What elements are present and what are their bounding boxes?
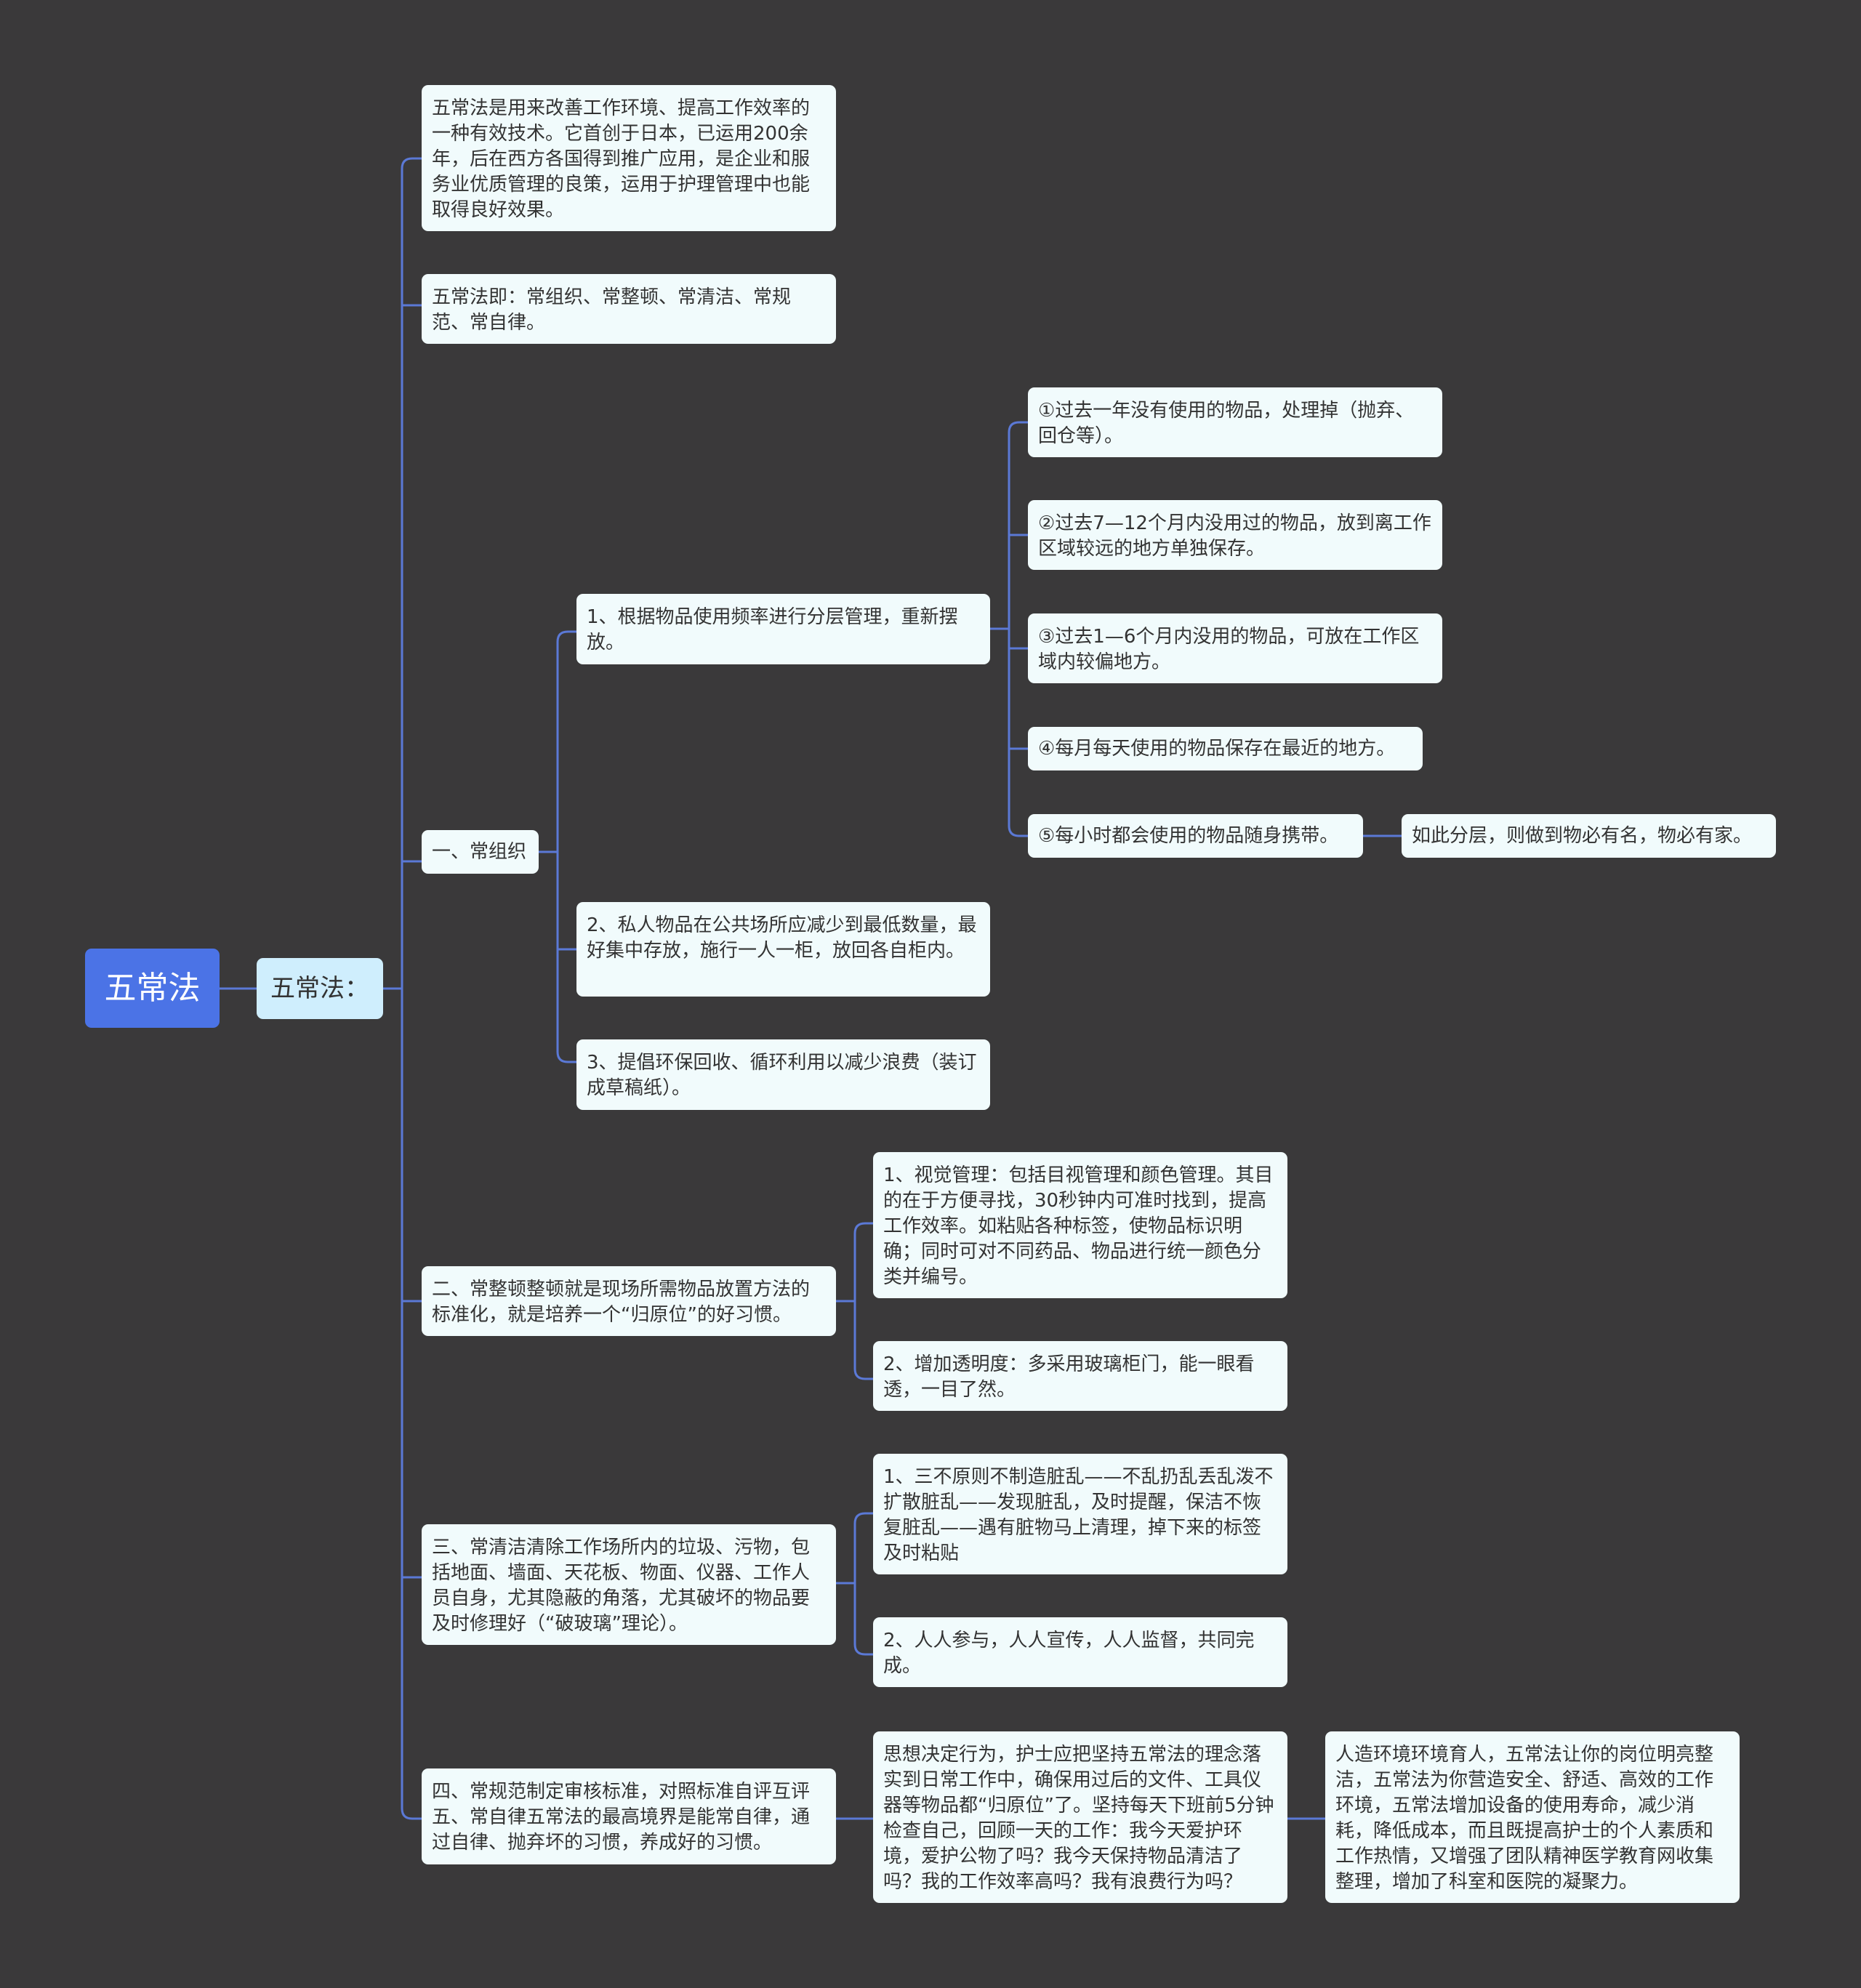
link-item1-subs [990,421,1028,837]
organize-sub1-text: ①过去一年没有使用的物品，处理掉（抛弃、回仓等）。 [1038,400,1415,447]
organize-item1-text: 1、根据物品使用频率进行分层管理，重新摆放。 [587,606,958,653]
organize-sub5-text: ⑤每小时都会使用的物品随身携带。 [1038,824,1339,847]
definition-node[interactable]: 五常法即：常组织、常整顿、常清洁、常规范、常自律。 [422,274,836,344]
main-topic[interactable]: 五常法： [257,958,383,1019]
arrange-child1-text: 1、视觉管理：包括目视管理和颜色管理。其目的在于方便寻找，30秒钟内可准时找到，… [883,1164,1274,1288]
arrange-node[interactable]: 二、常整顿整顿就是现场所需物品放置方法的标准化，就是培养一个“归原位”的好习惯。 [422,1266,836,1336]
root-topic-label: 五常法 [104,969,201,1007]
standard-thought-node[interactable]: 思想决定行为，护士应把坚持五常法的理念落实到日常工作中，确保用过后的文件、工具仪… [873,1731,1287,1903]
intro-text: 五常法是用来改善工作环境、提高工作效率的一种有效技术。它首创于日本，已运用200… [432,97,811,221]
root-topic[interactable]: 五常法 [85,949,220,1028]
organize-sub3-node[interactable]: ③过去1—6个月内没用的物品，可放在工作区域内较偏地方。 [1028,613,1442,683]
organize-label: 一、常组织 [432,840,527,863]
link-organize-items [539,630,576,1063]
organize-item3-node[interactable]: 3、提倡环保回收、循环利用以减少浪费（装订成草稿纸）。 [576,1039,990,1110]
organize-item1-node[interactable]: 1、根据物品使用频率进行分层管理，重新摆放。 [576,594,990,664]
standard-text: 四、常规范制定审核标准，对照标准自评互评五、常自律五常法的最高境界是能常自律，通… [432,1781,811,1854]
clean-child1-node[interactable]: 1、三不原则不制造脏乱——不乱扔乱丢乱泼不扩散脏乱——发现脏乱，及时提醒，保洁不… [873,1454,1287,1574]
arrange-child2-node[interactable]: 2、增加透明度：多采用玻璃柜门，能一眼看透，一目了然。 [873,1341,1287,1411]
arrange-child2-text: 2、增加透明度：多采用玻璃柜门，能一眼看透，一目了然。 [883,1353,1255,1401]
organize-note-node[interactable]: 如此分层，则做到物必有名，物必有家。 [1402,814,1776,858]
organize-item3-text: 3、提倡环保回收、循环利用以减少浪费（装订成草稿纸）。 [587,1052,977,1099]
clean-node[interactable]: 三、常清洁清除工作场所内的垃圾、污物，包括地面、墙面、天花板、物面、仪器、工作人… [422,1524,836,1645]
organize-sub3-text: ③过去1—6个月内没用的物品，可放在工作区域内较偏地方。 [1038,626,1420,673]
organize-sub2-node[interactable]: ②过去7—12个月内没用过的物品，放到离工作区域较远的地方单独保存。 [1028,500,1442,570]
organize-item2-node[interactable]: 2、私人物品在公共场所应减少到最低数量，最好集中存放，施行一人一柜，放回各自柜内… [576,902,990,997]
arrange-text: 二、常整顿整顿就是现场所需物品放置方法的标准化，就是培养一个“归原位”的好习惯。 [432,1279,811,1326]
standard-node[interactable]: 四、常规范制定审核标准，对照标准自评互评五、常自律五常法的最高境界是能常自律，通… [422,1768,836,1864]
organize-sub4-node[interactable]: ④每月每天使用的物品保存在最近的地方。 [1028,727,1423,770]
link-arrange-children [836,1222,873,1380]
link-main-branches [383,157,422,1820]
clean-child1-text: 1、三不原则不制造脏乱——不乱扔乱丢乱泼不扩散脏乱——发现脏乱，及时提醒，保洁不… [883,1466,1274,1564]
organize-item2-text: 2、私人物品在公共场所应减少到最低数量，最好集中存放，施行一人一柜，放回各自柜内… [587,914,977,962]
definition-text: 五常法即：常组织、常整顿、常清洁、常规范、常自律。 [432,286,792,334]
intro-node[interactable]: 五常法是用来改善工作环境、提高工作效率的一种有效技术。它首创于日本，已运用200… [422,85,836,231]
standard-result-node[interactable]: 人造环境环境育人，五常法让你的岗位明亮整洁，五常法为你营造安全、舒适、高效的工作… [1325,1731,1740,1903]
organize-sub1-node[interactable]: ①过去一年没有使用的物品，处理掉（抛弃、回仓等）。 [1028,387,1442,457]
clean-text: 三、常清洁清除工作场所内的垃圾、污物，包括地面、墙面、天花板、物面、仪器、工作人… [432,1537,811,1635]
clean-child2-node[interactable]: 2、人人参与，人人宣传，人人监督，共同完成。 [873,1617,1287,1687]
clean-child2-text: 2、人人参与，人人宣传，人人监督，共同完成。 [883,1630,1255,1677]
organize-node[interactable]: 一、常组织 [422,830,539,874]
arrange-child1-node[interactable]: 1、视觉管理：包括目视管理和颜色管理。其目的在于方便寻找，30秒钟内可准时找到，… [873,1152,1287,1298]
organize-sub4-text: ④每月每天使用的物品保存在最近的地方。 [1038,737,1396,760]
organize-sub5-node[interactable]: ⑤每小时都会使用的物品随身携带。 [1028,814,1363,858]
organize-note-text: 如此分层，则做到物必有名，物必有家。 [1412,824,1753,847]
link-clean-children [836,1512,873,1656]
standard-result-text: 人造环境环境育人，五常法让你的岗位明亮整洁，五常法为你营造安全、舒适、高效的工作… [1335,1744,1714,1893]
organize-sub2-text: ②过去7—12个月内没用过的物品，放到离工作区域较远的地方单独保存。 [1038,512,1431,560]
standard-thought-text: 思想决定行为，护士应把坚持五常法的理念落实到日常工作中，确保用过后的文件、工具仪… [883,1744,1274,1893]
main-topic-label: 五常法： [270,974,369,1003]
